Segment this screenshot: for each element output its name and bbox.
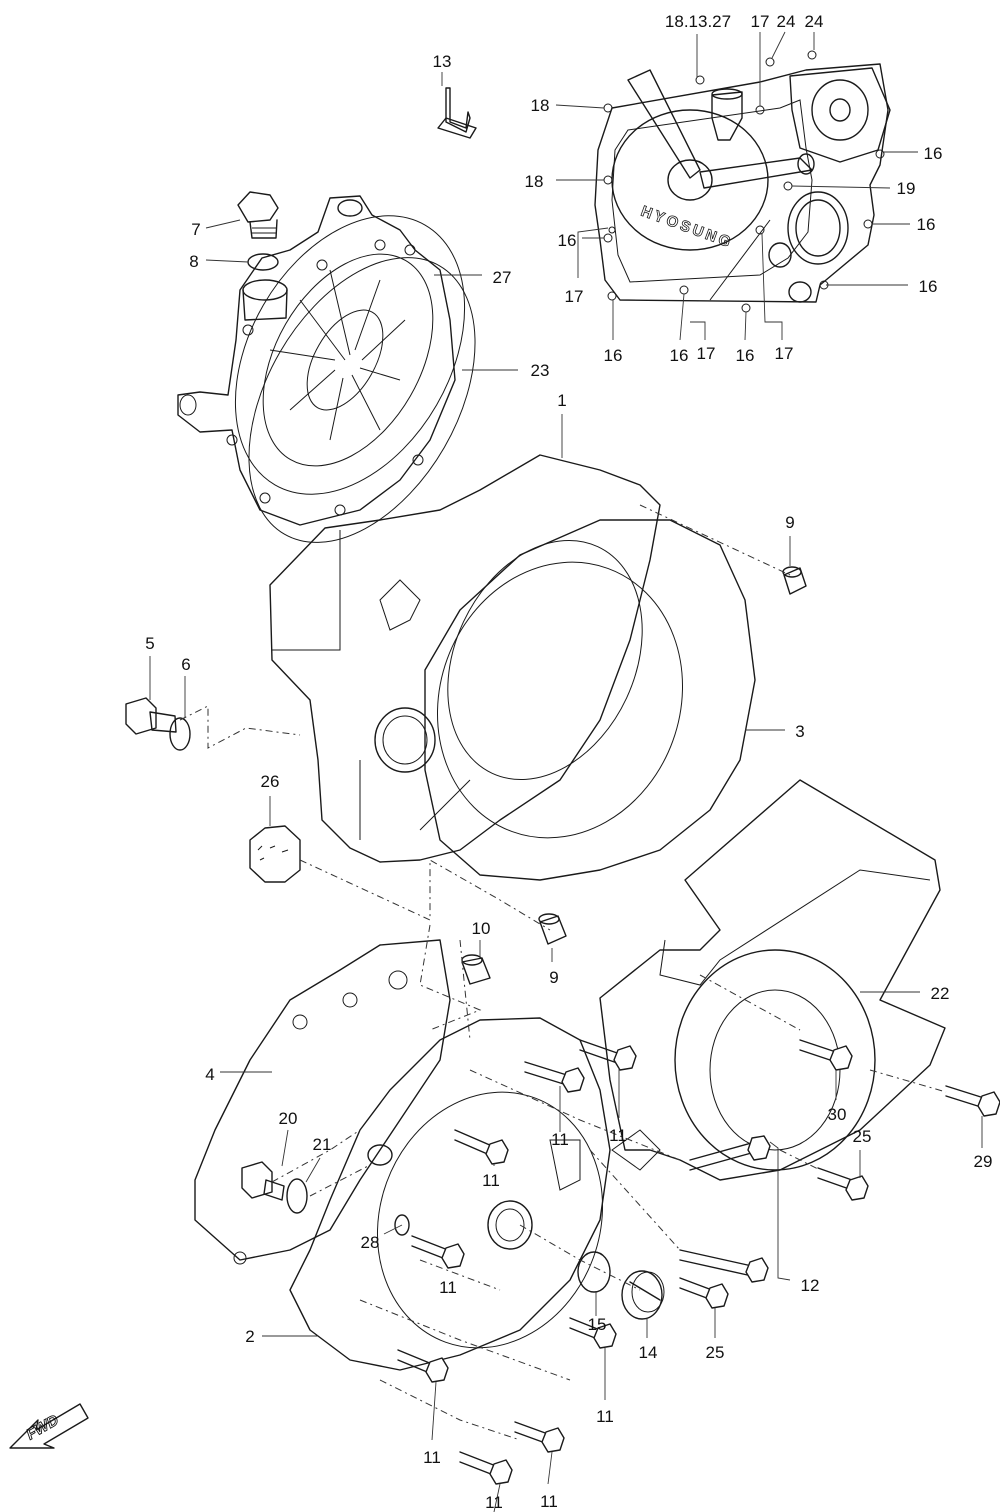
callout-11-g: 11	[540, 1492, 558, 1511]
callout-17-b2: 17	[775, 344, 794, 363]
washer-part-6	[169, 717, 191, 751]
callout-11-f: 11	[423, 1448, 441, 1467]
callout-18-b: 18	[525, 172, 544, 191]
drain-bolt-part-5	[125, 697, 177, 735]
callout-28: 28	[361, 1233, 380, 1252]
assembly-lines	[179, 504, 947, 1441]
fwd-label: FWD	[24, 1412, 62, 1444]
callout-16-r3: 16	[919, 277, 938, 296]
callout-8: 8	[189, 252, 198, 271]
forward-direction-arrow: FWD	[9, 1403, 89, 1449]
callout-16-l: 16	[558, 231, 577, 250]
crankcase-cover-part-2	[289, 1017, 611, 1371]
callout-14: 14	[639, 1343, 658, 1362]
callout-17-b1: 17	[697, 344, 716, 363]
gasket-part-4	[194, 939, 451, 1265]
callout-25-a: 25	[853, 1127, 872, 1146]
cover-part-22	[599, 779, 946, 1181]
callout-17-l: 17	[565, 287, 584, 306]
callout-12: 12	[801, 1276, 820, 1295]
callout-18-13-27: 18.13.27	[665, 12, 731, 31]
callout-6: 6	[181, 655, 190, 674]
callout-27: 27	[493, 268, 512, 287]
callout-4: 4	[205, 1065, 214, 1084]
callout-5: 5	[145, 634, 154, 653]
callout-15: 15	[588, 1315, 607, 1334]
callout-11-c: 11	[482, 1171, 500, 1190]
callout-11-d: 11	[439, 1278, 457, 1297]
callout-9-b: 9	[549, 968, 558, 987]
callout-22: 22	[931, 984, 950, 1003]
callout-3: 3	[795, 722, 804, 741]
callout-16-b1: 16	[604, 346, 623, 365]
washer-part-21	[286, 1178, 308, 1214]
gasket-part-23	[248, 257, 476, 543]
leader-lines	[149, 31, 983, 1512]
callout-30: 30	[828, 1105, 847, 1124]
callout-24-a: 24	[777, 12, 796, 31]
bolt-part-20	[241, 1161, 285, 1201]
callout-1: 1	[557, 391, 566, 410]
filler-cap-part-7	[237, 191, 279, 239]
bracket-part-13	[437, 87, 477, 139]
dowel-part-10	[461, 954, 491, 985]
callout-7: 7	[191, 220, 200, 239]
callout-16-r1: 16	[924, 144, 943, 163]
callout-11-b: 11	[609, 1126, 627, 1145]
callout-18-a: 18	[531, 96, 550, 115]
gasket-part-3	[424, 519, 756, 881]
callout-21: 21	[313, 1135, 332, 1154]
callout-25-b: 25	[706, 1343, 725, 1362]
plug-part-14	[621, 1270, 665, 1320]
clutch-cover-detail: HYOSUNG	[594, 50, 891, 313]
gear-part-26	[249, 825, 301, 883]
callout-11-h: 11	[485, 1493, 503, 1512]
o-ring-part-15	[577, 1251, 611, 1293]
callout-20: 20	[279, 1109, 298, 1128]
callout-19: 19	[897, 179, 916, 198]
callout-26: 26	[261, 772, 280, 791]
callout-10: 10	[472, 919, 491, 938]
dowel-part-9-upper	[782, 566, 807, 595]
bolt-group	[397, 1039, 1000, 1485]
dowel-part-9-lower	[538, 913, 567, 945]
callout-9-a: 9	[785, 513, 794, 532]
crankcase-part-1	[269, 454, 661, 863]
magneto-cover-part-27	[177, 195, 466, 526]
callout-11-a: 11	[551, 1130, 569, 1149]
callout-16-r2: 16	[917, 215, 936, 234]
o-ring-part-8	[247, 253, 279, 271]
callout-16-b3: 16	[736, 346, 755, 365]
callout-16-b2: 16	[670, 346, 689, 365]
brand-text: HYOSUNG	[639, 203, 736, 252]
callout-13-top: 13	[433, 52, 452, 71]
callout-29: 29	[974, 1152, 993, 1171]
callout-11-e: 11	[596, 1407, 614, 1426]
callout-24-b: 24	[805, 12, 824, 31]
callout-17-top: 17	[751, 12, 770, 31]
callout-2: 2	[245, 1327, 254, 1346]
callout-23: 23	[531, 361, 550, 380]
